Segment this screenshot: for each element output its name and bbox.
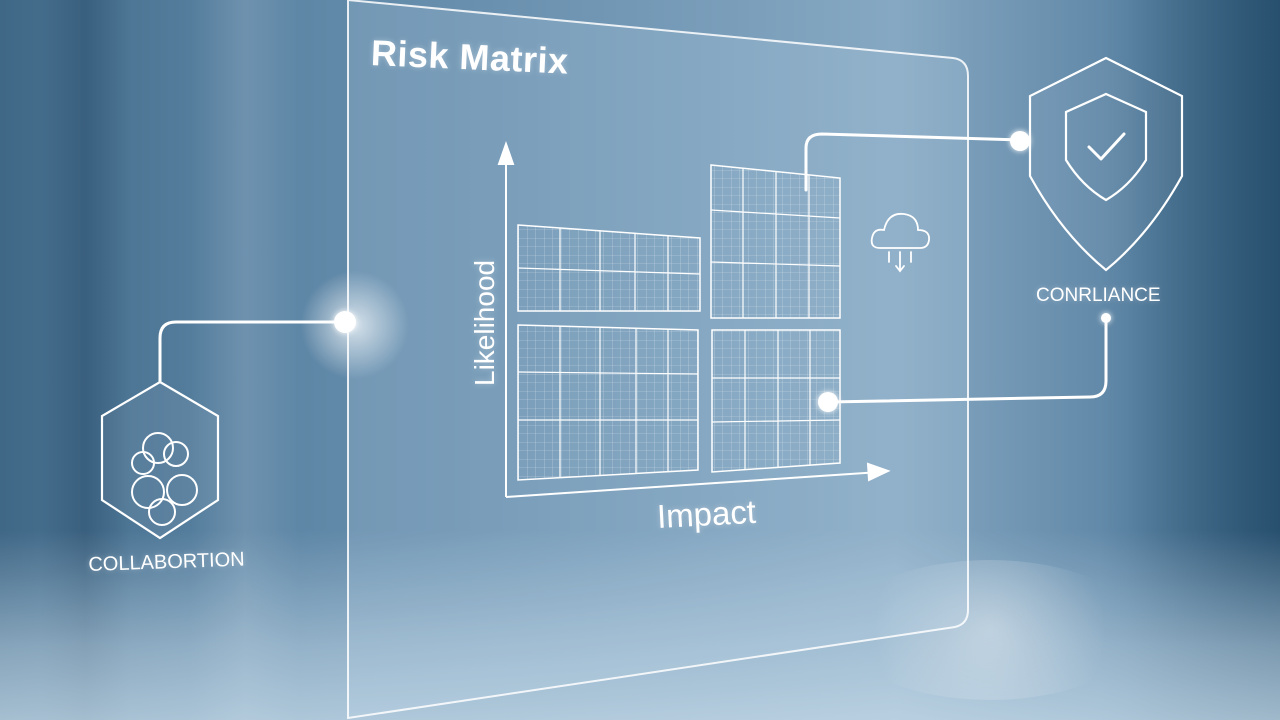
hexagon-outline (100, 380, 220, 540)
collaboration-badge (100, 380, 220, 540)
y-axis-label: Likelihood (469, 259, 500, 386)
connector-node (334, 311, 356, 333)
connector-node (1101, 313, 1111, 323)
grid-block-bottom-left (517, 324, 699, 481)
connector-node (1010, 131, 1030, 151)
grid-block-top-left (517, 224, 701, 312)
risk-matrix-grid (517, 164, 841, 481)
connector-compliance-top (804, 132, 1022, 192)
x-axis (505, 462, 891, 498)
compliance-label: CONRLIANCE (1036, 285, 1161, 306)
panel-title: Risk Matrix (370, 32, 570, 82)
y-axis (497, 140, 515, 497)
grid-block-bottom-right (711, 329, 841, 473)
compliance-badge (1028, 56, 1184, 272)
shield-outer (1028, 56, 1184, 272)
cloud-download-icon (870, 212, 930, 273)
connector-node (818, 392, 838, 412)
shield-check-icon (1064, 92, 1148, 202)
connector-nodes (334, 131, 1111, 412)
connector-collaboration (158, 320, 347, 384)
people-group-icon (131, 432, 198, 526)
x-axis-label: Impact (656, 492, 757, 535)
grid-block-top-right (710, 164, 841, 319)
connector-compliance-bottom (826, 318, 1108, 404)
connector-lines (158, 132, 1108, 404)
